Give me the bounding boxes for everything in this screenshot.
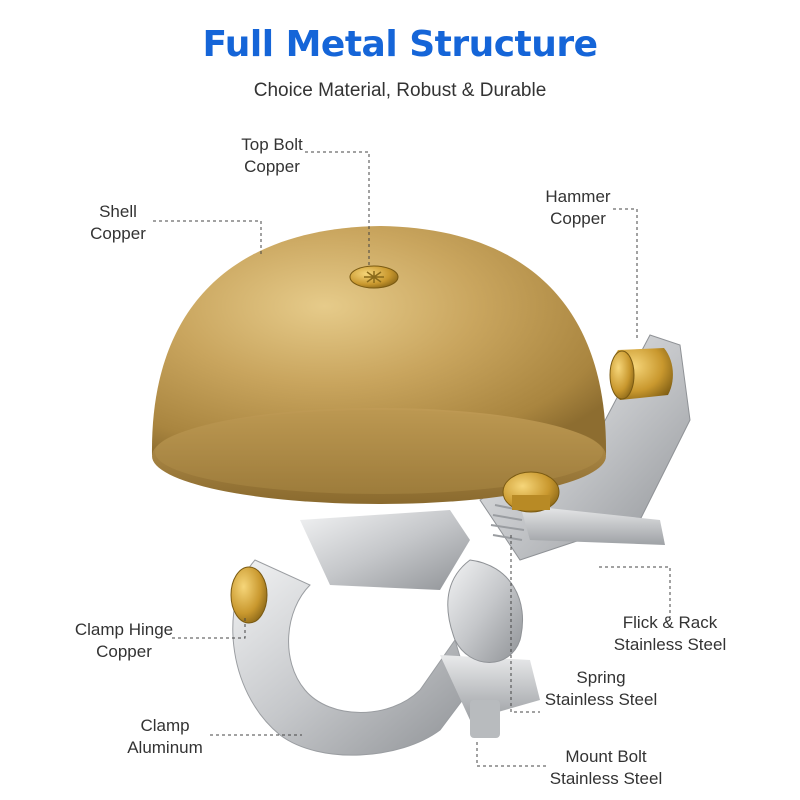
page-subtitle: Choice Material, Robust & Durable — [253, 80, 547, 101]
leader-mount-bolt — [476, 742, 548, 767]
leader-hammer — [613, 208, 638, 338]
label-clamp-hinge: Clamp Hinge Copper — [62, 619, 186, 663]
label-mount-bolt: Mount Bolt Stainless Steel — [540, 746, 672, 790]
rack-bolt — [502, 471, 560, 513]
leader-spring — [510, 535, 540, 713]
label-clamp-hinge-material: Copper — [96, 642, 152, 661]
label-top-bolt-name: Top Bolt — [241, 135, 303, 154]
label-flick-rack-material: Stainless Steel — [613, 635, 727, 654]
bell-shell — [151, 226, 607, 504]
top-bolt — [349, 265, 399, 289]
label-shell-material: Copper — [90, 224, 146, 243]
leader-shell — [153, 220, 262, 256]
label-mount-bolt-material: Stainless Steel — [549, 769, 663, 788]
label-spring-name: Spring — [576, 668, 626, 687]
label-clamp-material: Aluminum — [127, 738, 203, 757]
label-spring-material: Stainless Steel — [544, 690, 658, 709]
clamp-body — [232, 510, 540, 756]
label-top-bolt-material: Copper — [244, 157, 300, 176]
label-spring: Spring Stainless Steel — [536, 667, 666, 711]
label-clamp-name: Clamp — [140, 716, 190, 735]
label-hammer: Hammer Copper — [532, 186, 624, 230]
label-shell: Shell Copper — [76, 201, 160, 245]
clamp-hinge-bolt — [230, 566, 268, 624]
label-clamp: Clamp Aluminum — [114, 715, 216, 759]
label-flick-rack: Flick & Rack Stainless Steel — [604, 612, 736, 656]
leader-lines — [153, 151, 671, 767]
hammer — [609, 348, 673, 400]
label-top-bolt: Top Bolt Copper — [228, 134, 316, 178]
label-hammer-material: Copper — [550, 209, 606, 228]
leader-clamp-hinge — [172, 615, 246, 639]
label-hammer-name: Hammer — [545, 187, 611, 206]
label-flick-rack-name: Flick & Rack — [622, 613, 718, 632]
label-shell-name: Shell — [99, 202, 137, 221]
spring — [490, 504, 525, 541]
leader-flick-rack — [599, 566, 671, 617]
label-clamp-hinge-name: Clamp Hinge — [74, 620, 174, 639]
page-title: Full Metal Structure — [202, 24, 598, 65]
label-mount-bolt-name: Mount Bolt — [565, 747, 647, 766]
